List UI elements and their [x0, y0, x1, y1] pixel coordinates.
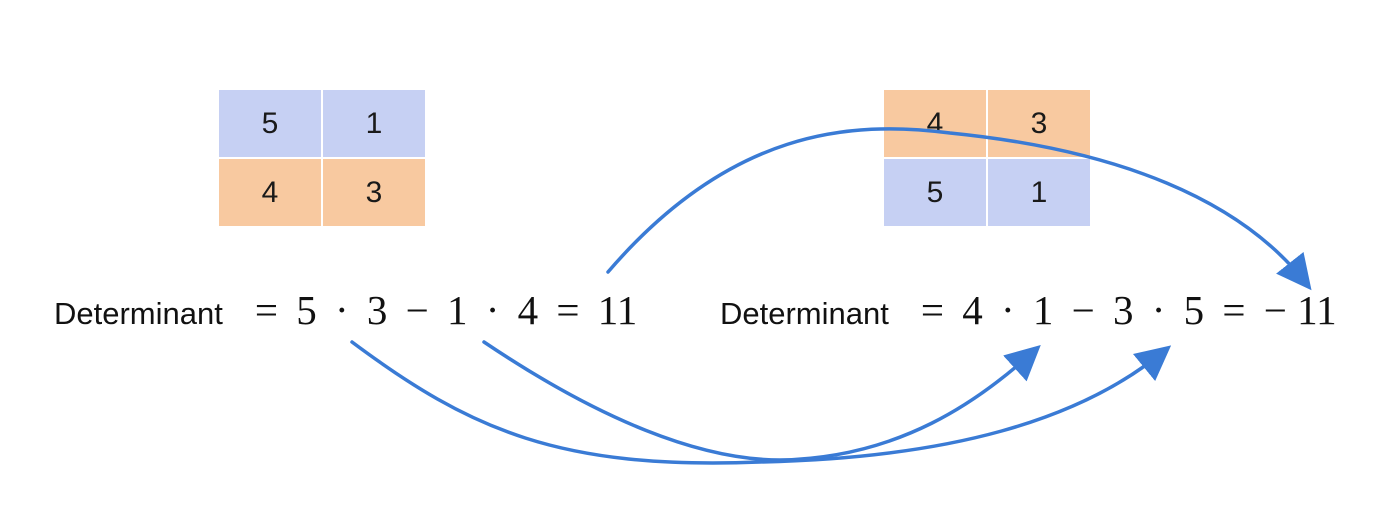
row-swapped-matrix: 4 3 5 1	[884, 90, 1090, 226]
arrow-1-to-1	[482, 340, 1041, 462]
equals-sign: =	[1222, 287, 1246, 333]
determinant-label: Determinant	[54, 296, 223, 331]
determinant-label: Determinant	[720, 296, 889, 331]
term-4: 4	[517, 287, 539, 333]
term-5: 5	[1183, 287, 1205, 333]
matrix-cell: 1	[323, 90, 425, 157]
equals-sign: =	[920, 287, 944, 333]
matrix-cell: 5	[219, 90, 321, 157]
term-4: 4	[962, 287, 983, 333]
term-1: 1	[1032, 287, 1054, 333]
equation-expression: = 4 · 1 − 3 · 5 = − 11	[913, 286, 1337, 334]
equation-expression: = 5 · 3 − 1 · 4 = 11	[247, 286, 637, 334]
term-1: 1	[447, 287, 468, 333]
result-value: 11	[597, 287, 638, 333]
multiply-dot: ·	[1151, 287, 1166, 333]
minus-sign: −	[405, 287, 429, 333]
original-matrix: 5 1 4 3	[219, 90, 425, 226]
matrix-cell: 4	[884, 90, 986, 157]
matrix-cell: 3	[323, 159, 425, 226]
multiply-dot: ·	[334, 287, 349, 333]
multiply-dot: ·	[485, 287, 500, 333]
arrow-5-to-5	[350, 340, 1172, 465]
equals-sign: =	[254, 287, 278, 333]
minus-sign: −	[1071, 287, 1095, 333]
matrix-cell: 4	[219, 159, 321, 226]
equals-sign: =	[556, 287, 580, 333]
term-3: 3	[366, 287, 388, 333]
multiply-dot: ·	[1000, 287, 1015, 333]
swapped-determinant-equation: Determinant = 4 · 1 − 3 · 5 = − 11	[720, 286, 1337, 334]
result-value: − 11	[1263, 287, 1337, 333]
term-3: 3	[1113, 287, 1134, 333]
original-determinant-equation: Determinant = 5 · 3 − 1 · 4 = 11	[54, 286, 637, 334]
matrix-cell: 3	[988, 90, 1090, 157]
term-5: 5	[296, 287, 317, 333]
matrix-cell: 1	[988, 159, 1090, 226]
matrix-cell: 5	[884, 159, 986, 226]
